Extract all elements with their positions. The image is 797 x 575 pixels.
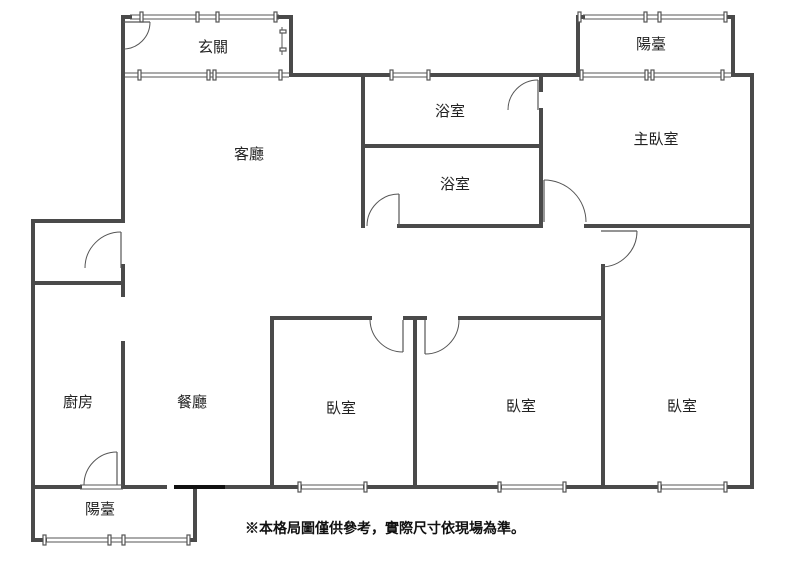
wall-right-outer xyxy=(725,15,754,489)
window-foyer-top xyxy=(130,11,279,23)
window-bottom-kitchen xyxy=(80,484,123,490)
label-living-room: 客廳 xyxy=(234,145,264,163)
window-balcony-top xyxy=(577,11,728,23)
room-labels: 玄關 陽臺 浴室 浴室 主臥室 客廳 廚房 餐廳 臥室 臥室 臥室 陽臺 xyxy=(63,35,697,518)
window-bottom-b1 xyxy=(297,481,368,493)
label-bedroom-1: 臥室 xyxy=(326,399,356,417)
wall-left-outer xyxy=(31,219,125,542)
window-foyer-side xyxy=(279,27,287,55)
wall-foyer-right xyxy=(277,15,293,77)
disclaimer-note: ※本格局圖僅供參考，實際尺寸依現場為準。 xyxy=(245,521,525,537)
window-balcony-top-bottom xyxy=(579,69,731,81)
door-bath-2 xyxy=(366,193,400,227)
window-foyer-bottom xyxy=(125,69,289,81)
label-bath-2: 浴室 xyxy=(440,175,470,193)
window-top-mid xyxy=(389,69,431,81)
wall-balcony-bottom-right xyxy=(188,485,197,542)
window-bottom-b3 xyxy=(657,481,728,493)
window-balcony-bottom xyxy=(42,534,191,546)
door-master-left xyxy=(543,179,587,223)
label-dining-room: 餐廳 xyxy=(177,393,207,411)
label-master-bedroom: 主臥室 xyxy=(633,130,678,148)
windows xyxy=(42,11,731,546)
label-bedroom-3: 臥室 xyxy=(667,397,697,415)
label-kitchen: 廚房 xyxy=(63,393,93,411)
door-bedroom-1 xyxy=(369,319,404,353)
label-bedroom-2: 臥室 xyxy=(506,397,536,415)
door-kitchen-storage xyxy=(84,231,122,269)
label-foyer: 玄關 xyxy=(198,38,228,56)
wall-bedroom1-top xyxy=(270,316,372,489)
doors xyxy=(83,21,638,486)
walls xyxy=(31,15,754,542)
door-master-lower xyxy=(600,230,638,268)
label-balcony-top: 陽臺 xyxy=(636,35,666,53)
door-foyer xyxy=(122,21,151,50)
door-bath-1 xyxy=(507,79,539,111)
wall-balcony-left xyxy=(576,15,585,77)
door-kitchen-balcony xyxy=(83,451,118,486)
door-bedroom-2 xyxy=(424,319,460,355)
label-balcony-bottom: 陽臺 xyxy=(85,500,115,518)
label-bath-1: 浴室 xyxy=(435,102,465,120)
window-bottom-b2 xyxy=(497,481,567,493)
